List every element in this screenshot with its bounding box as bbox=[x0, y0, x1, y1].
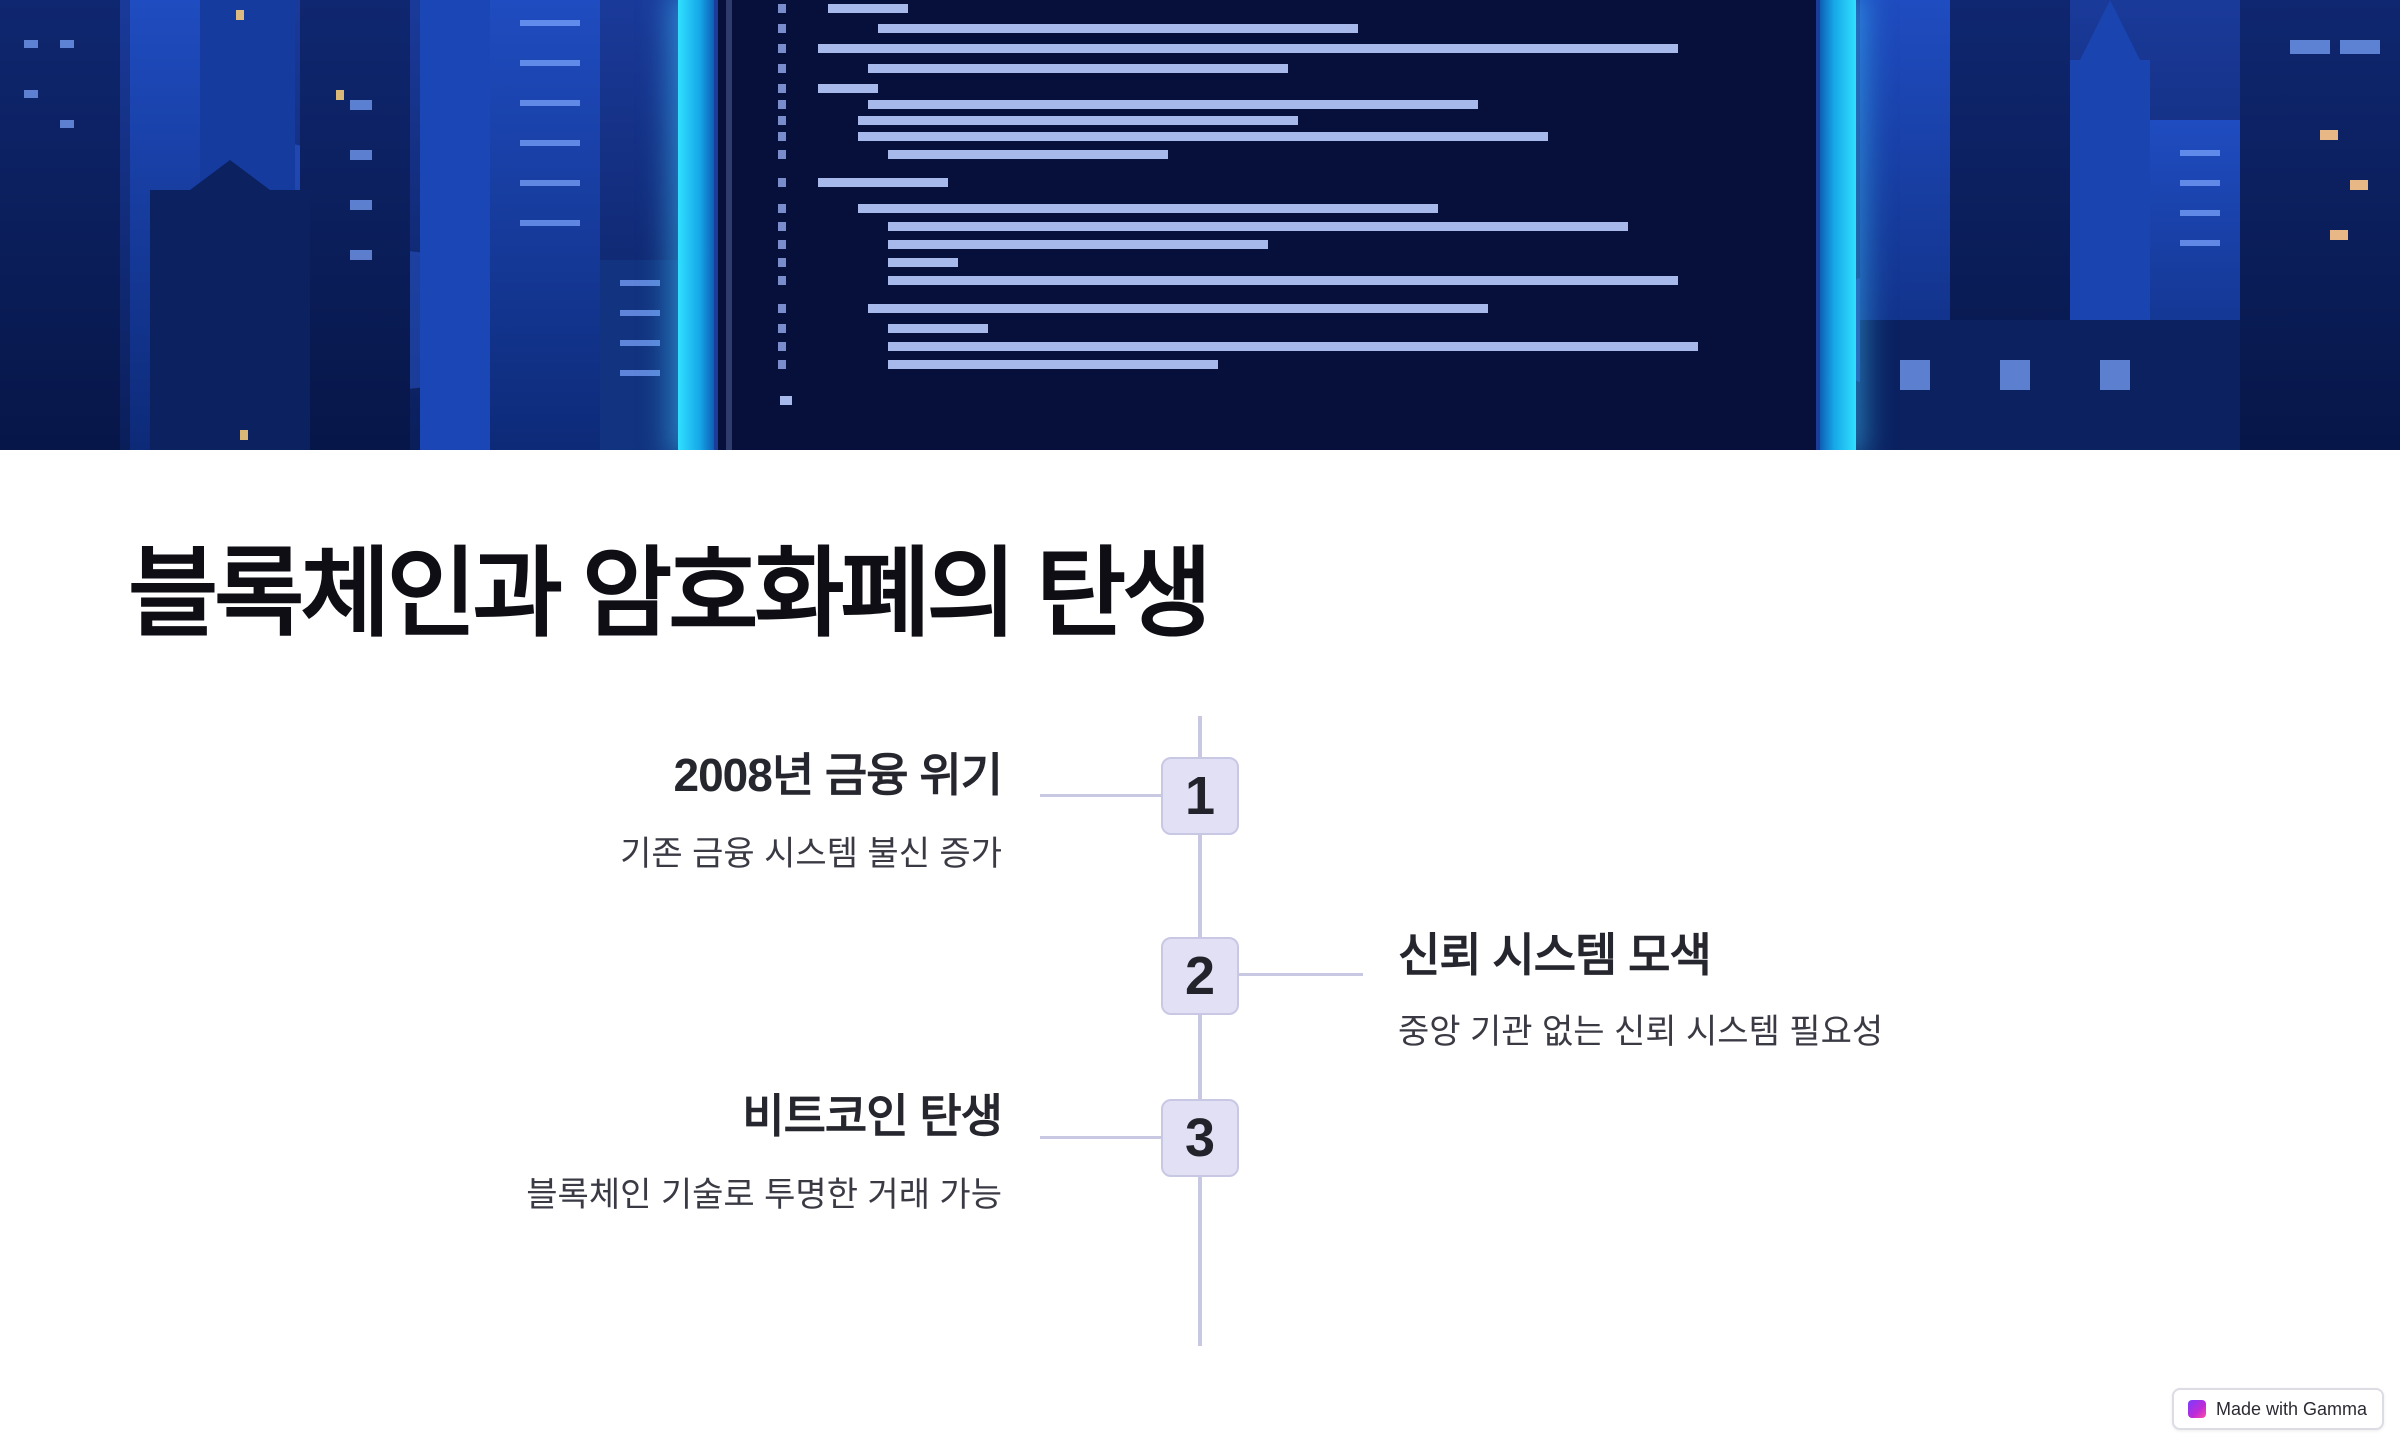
made-with-gamma-label: Made with Gamma bbox=[2216, 1398, 2368, 1419]
monitor-glow-right bbox=[1820, 0, 1856, 450]
step-2-connector bbox=[1238, 973, 1363, 976]
timeline-axis bbox=[1198, 716, 1202, 1346]
step-2-number-badge: 2 bbox=[1161, 937, 1239, 1015]
step-3-connector bbox=[1040, 1136, 1164, 1139]
step-3-description: 블록체인 기술로 투명한 거래 가능 bbox=[526, 1176, 1002, 1214]
hero-image bbox=[0, 0, 2400, 450]
code-lines-graphic bbox=[726, 0, 1698, 450]
step-1-description: 기존 금융 시스템 불신 증가 bbox=[620, 835, 1002, 873]
step-1-title: 2008년 금융 위기 bbox=[673, 749, 1003, 801]
monitor-glow-left bbox=[678, 0, 714, 450]
step-3-number-badge: 3 bbox=[1161, 1099, 1239, 1177]
step-1-number-badge: 1 bbox=[1161, 757, 1239, 835]
made-with-gamma-badge[interactable]: Made with Gamma bbox=[2172, 1388, 2384, 1430]
gamma-logo-icon bbox=[2188, 1400, 2206, 1418]
step-1-connector bbox=[1040, 794, 1164, 797]
step-2-description: 중앙 기관 없는 신뢰 시스템 필요성 bbox=[1398, 1013, 1884, 1051]
step-2-title: 신뢰 시스템 모색 bbox=[1398, 929, 1712, 981]
code-monitor bbox=[714, 0, 1820, 450]
step-3-title: 비트코인 탄생 bbox=[742, 1090, 1003, 1142]
slide-title: 블록체인과 암호화폐의 탄생 bbox=[128, 538, 1212, 648]
